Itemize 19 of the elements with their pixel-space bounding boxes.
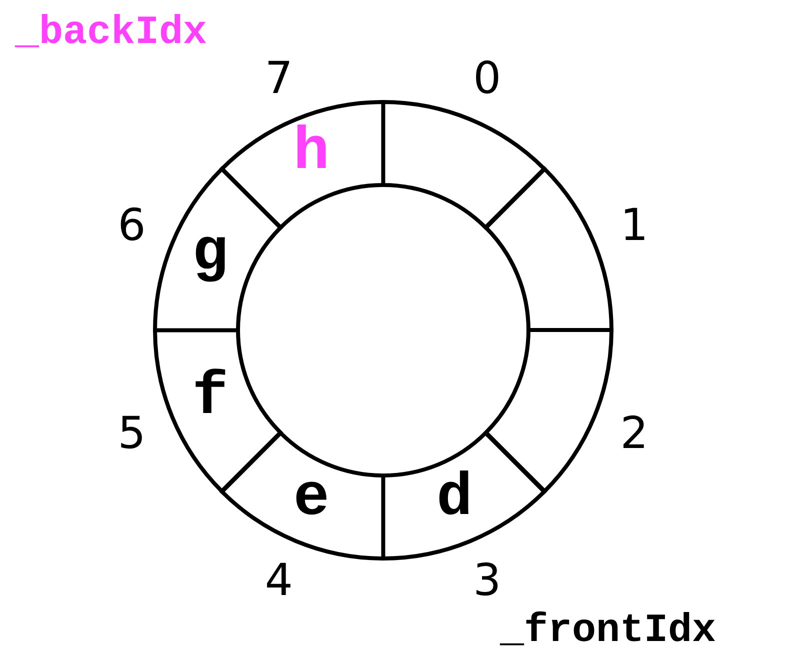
ring-segment [484,328,613,494]
pointer-label: _frontIdx [500,612,716,652]
pointer-label: _backIdx [15,14,208,54]
index-number: 7 [264,56,293,101]
ring-segment [220,430,385,560]
index-number: 1 [620,204,648,248]
element-letter: e [293,468,330,529]
index-number: 2 [620,412,648,456]
index-number: 4 [264,559,293,604]
index-number: 5 [118,412,146,456]
element-letter: f [192,368,228,428]
index-number: 3 [473,559,502,604]
index-number: 6 [118,204,146,248]
element-letter: h [293,123,330,184]
ring-segment [220,100,385,230]
element-letter: d [436,468,473,529]
ring-segment [153,166,282,332]
element-letter: g [192,224,228,284]
index-number: 0 [473,56,502,101]
